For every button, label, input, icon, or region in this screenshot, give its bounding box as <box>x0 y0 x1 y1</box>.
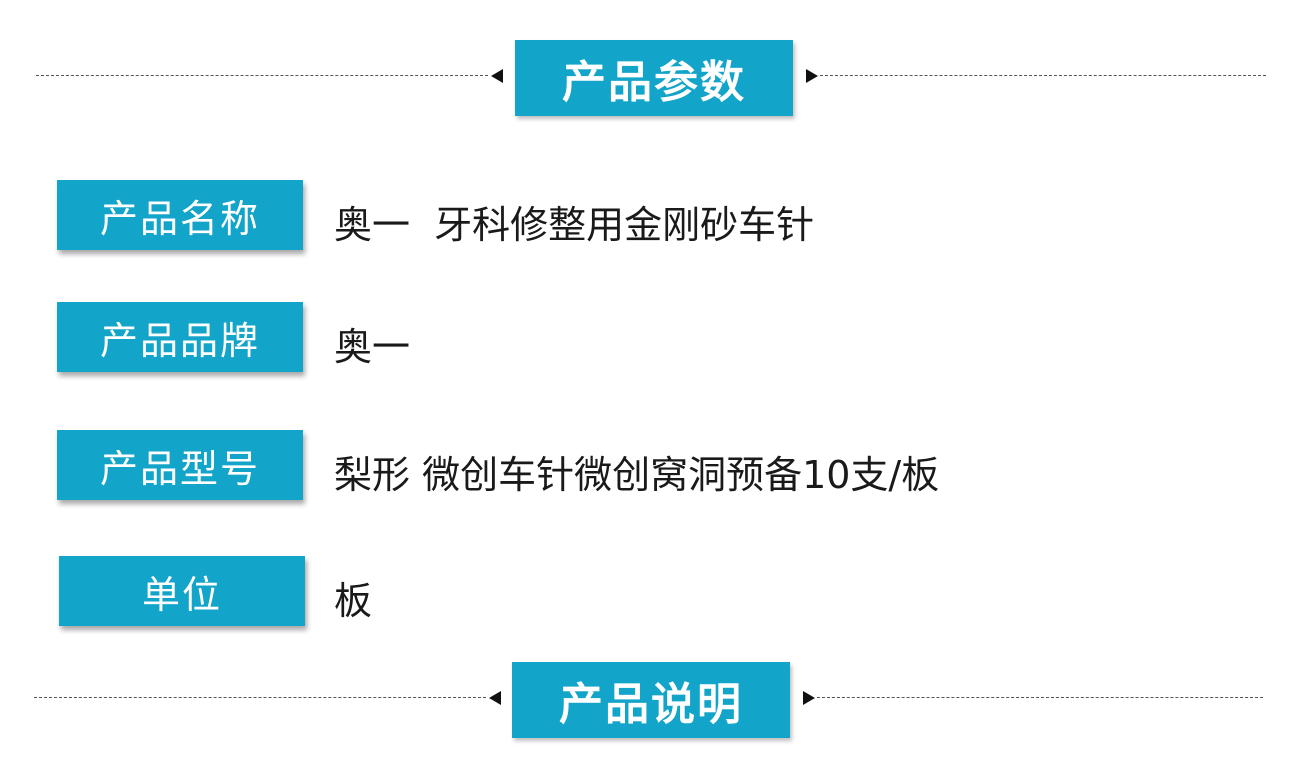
divider-left <box>34 697 486 698</box>
arrow-right-icon <box>803 691 815 705</box>
param-row-brand: 产品品牌 奥一 <box>0 302 1300 376</box>
param-value: 奥一 牙科修整用金刚砂车针 <box>334 203 815 247</box>
param-row-model: 产品型号 梨形 微创车针微创窝洞预备10支/板 <box>0 430 1300 504</box>
arrow-left-icon <box>489 691 501 705</box>
section-title: 产品说明 <box>512 662 790 738</box>
param-value: 板 <box>334 579 373 623</box>
param-row-unit: 单位 板 <box>0 556 1300 630</box>
param-value: 梨形 微创车针微创窝洞预备10支/板 <box>334 453 940 497</box>
param-value: 奥一 <box>334 325 411 369</box>
section-header-params: 产品参数 <box>0 38 1300 118</box>
divider-right <box>820 75 1266 76</box>
section-title: 产品参数 <box>515 40 793 116</box>
section-header-description: 产品说明 <box>0 660 1300 740</box>
param-label: 产品型号 <box>57 430 303 500</box>
arrow-right-icon <box>806 69 818 83</box>
divider-left <box>36 75 488 76</box>
param-label: 产品品牌 <box>57 302 303 372</box>
divider-right <box>817 697 1263 698</box>
param-label: 产品名称 <box>57 180 303 250</box>
arrow-left-icon <box>491 69 503 83</box>
param-row-name: 产品名称 奥一 牙科修整用金刚砂车针 <box>0 180 1300 254</box>
param-label: 单位 <box>59 556 305 626</box>
